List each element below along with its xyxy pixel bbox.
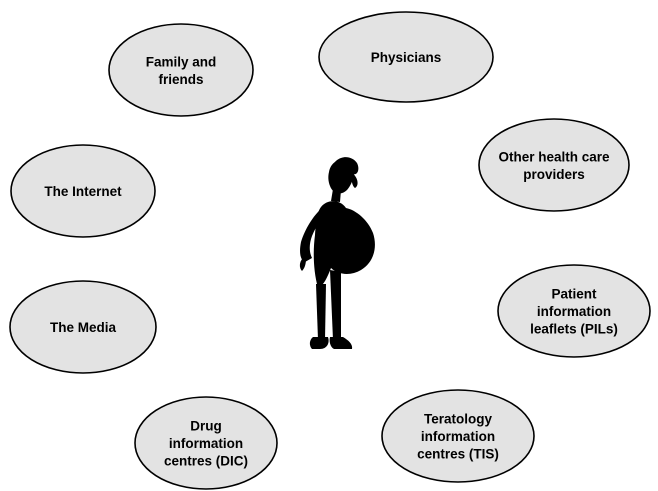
source-ellipse <box>108 23 254 117</box>
source-ellipse <box>478 118 630 212</box>
source-ellipse <box>497 264 651 358</box>
source-node-the-media: The Media <box>9 280 157 374</box>
source-label-line: The Media <box>50 320 117 335</box>
source-label-line: friends <box>158 72 203 87</box>
source-label-line: information <box>421 429 495 444</box>
source-label-line: Family and <box>146 54 217 69</box>
source-node-other-health-care-providers: Other health care providers <box>478 118 630 212</box>
source-node-teratology-information-centres: Teratology information centres (TIS) <box>381 389 535 483</box>
source-label-line: information <box>169 436 243 451</box>
pregnant-woman-silhouette-icon <box>299 157 375 349</box>
source-label-line: Physicians <box>371 50 442 65</box>
source-label-line: providers <box>523 167 585 182</box>
source-node-physicians: Physicians <box>318 11 494 103</box>
source-node-family-and-friends: Family and friends <box>108 23 254 117</box>
source-label-line: centres (TIS) <box>417 447 499 462</box>
source-ellipse <box>10 144 156 238</box>
source-ellipse <box>9 280 157 374</box>
source-label-line: The Internet <box>44 184 122 199</box>
source-node-patient-information-leaflets: Patient information leaflets (PILs) <box>497 264 651 358</box>
source-ellipse <box>134 396 278 490</box>
source-label-line: Patient <box>551 287 597 302</box>
source-ellipse <box>318 11 494 103</box>
source-label-line: Teratology <box>424 412 492 427</box>
source-label-line: centres (DIC) <box>164 454 248 469</box>
source-node-the-internet: The Internet <box>10 144 156 238</box>
source-node-drug-information-centres: Drug information centres (DIC) <box>134 396 278 490</box>
source-ellipse <box>381 389 535 483</box>
source-label-line: Other health care <box>498 149 610 164</box>
source-label-line: leaflets (PILs) <box>530 322 618 337</box>
source-label-line: information <box>537 304 611 319</box>
source-label-line: Drug <box>190 419 222 434</box>
